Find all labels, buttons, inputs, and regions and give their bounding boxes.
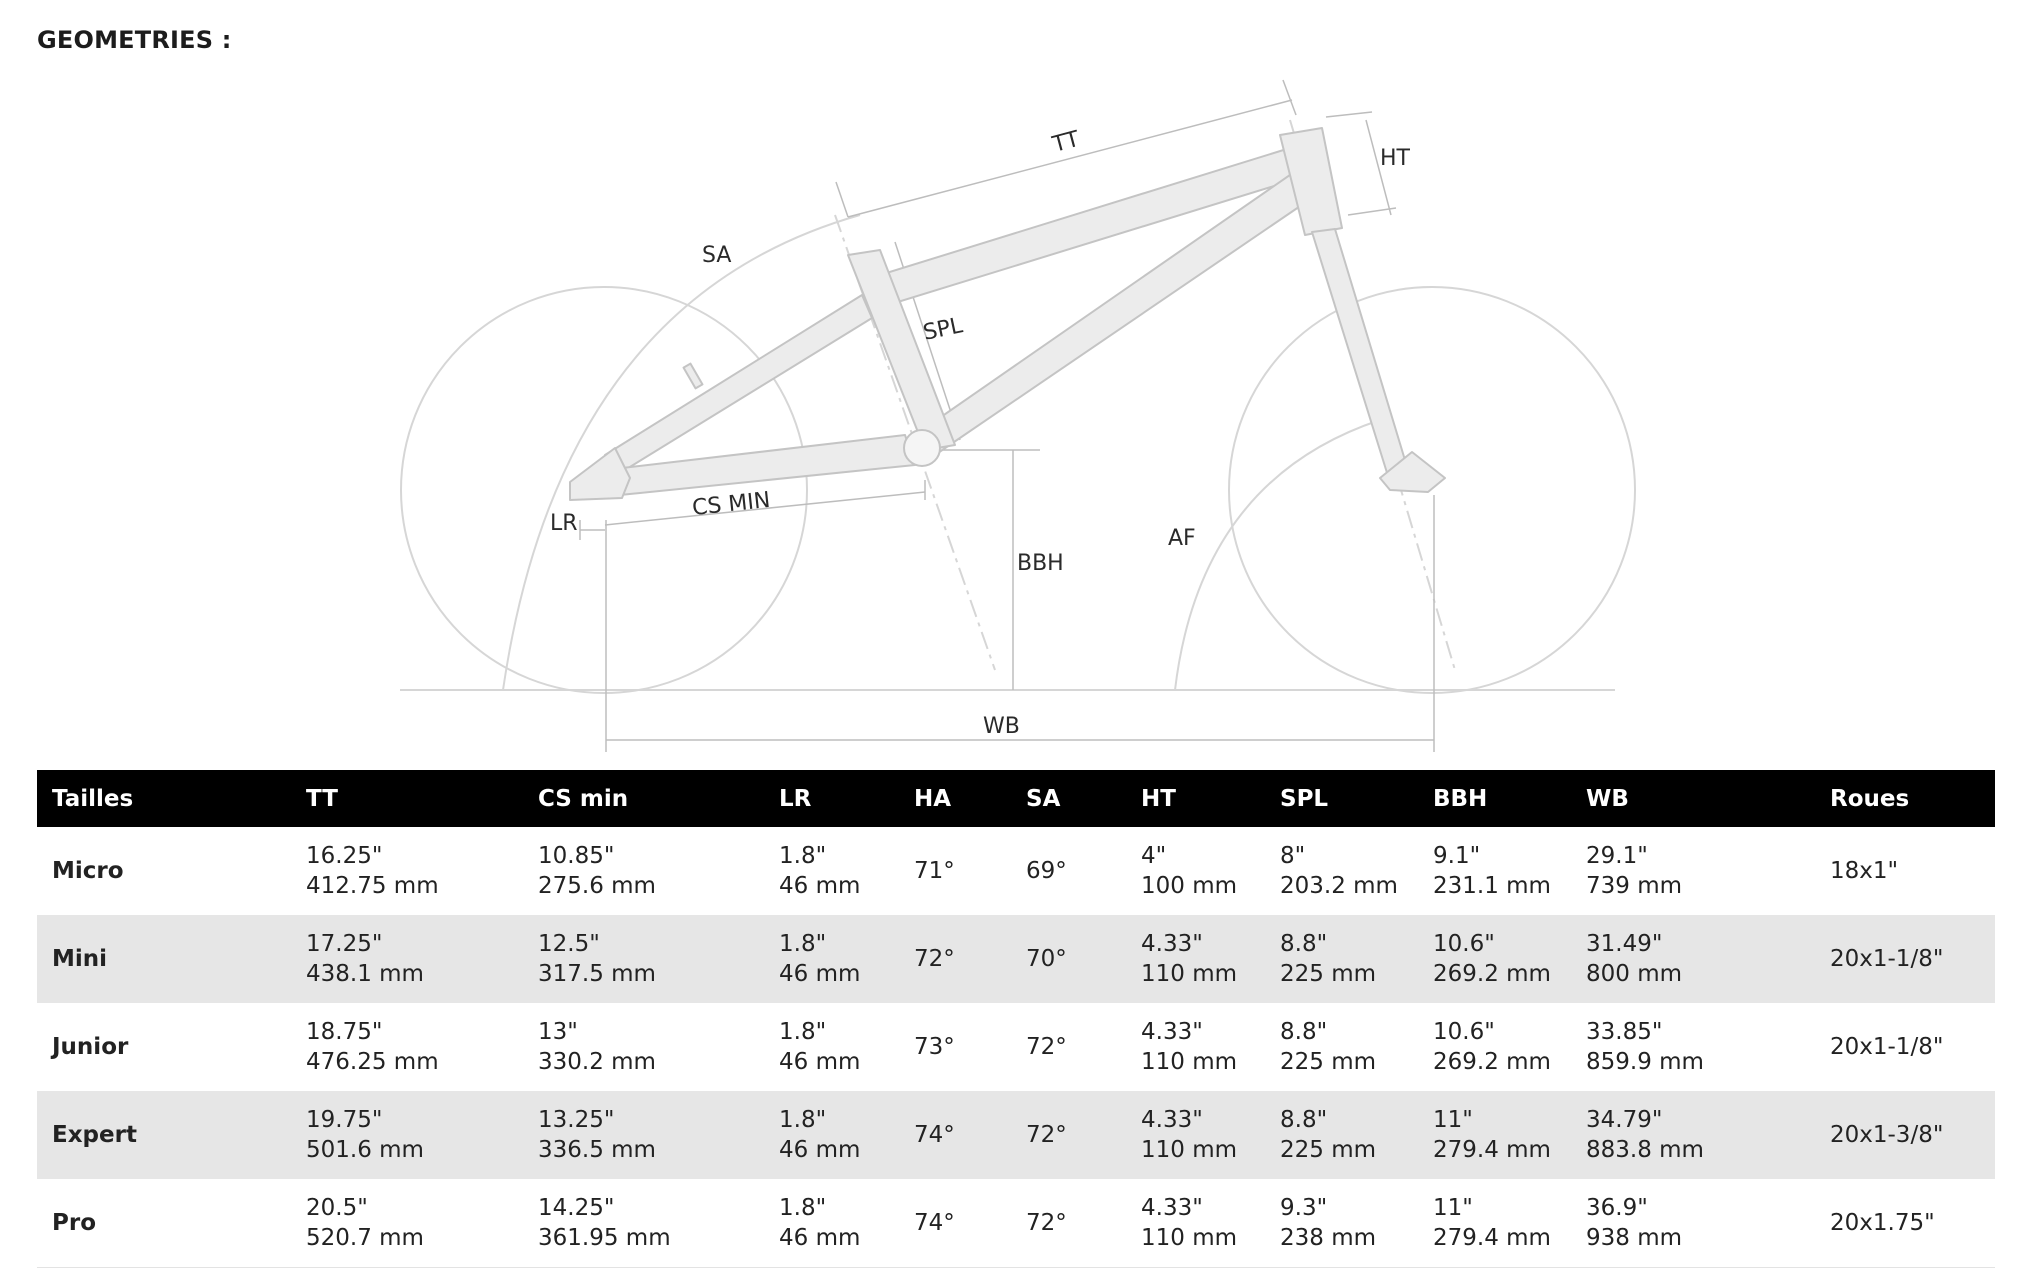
label-tt: TT — [1049, 127, 1083, 158]
table-row: Pro 20.5"520.7 mm 14.25"361.95 mm 1.8"46… — [37, 1179, 1995, 1267]
header-spl: SPL — [1280, 785, 1329, 812]
lr-cell: 1.8"46 mm — [779, 1107, 861, 1163]
label-bbh: BBH — [1017, 551, 1064, 576]
cs-cell: 10.85"275.6 mm — [538, 843, 656, 899]
head-tube — [1279, 127, 1343, 236]
sa-cell: 70° — [1026, 946, 1067, 972]
wheels-cell: 20x1.75" — [1830, 1209, 1935, 1236]
header-sizes: Tailles — [52, 785, 134, 812]
wb-cell: 34.79"883.8 mm — [1586, 1107, 1704, 1163]
label-cs-min: CS MIN — [691, 488, 771, 521]
wb-cell: 29.1"739 mm — [1586, 843, 1683, 899]
header-bbh: BBH — [1433, 785, 1488, 812]
size-name: Mini — [52, 946, 108, 972]
table-row: Mini 17.25"438.1 mm 12.5"317.5 mm 1.8"46… — [37, 915, 1995, 1003]
bike-geometry-diagram: TT HT SA SPL CS MIN LR BBH AF WB — [400, 79, 1636, 752]
ht-cell: 4.33"110 mm — [1141, 1019, 1238, 1075]
front-wheel — [1228, 286, 1636, 694]
spl-cell: 8.8"225 mm — [1280, 931, 1377, 987]
cs-cell: 13.25"336.5 mm — [538, 1107, 656, 1163]
sa-cell: 72° — [1026, 1122, 1067, 1148]
sa-cell: 72° — [1026, 1209, 1067, 1236]
header-lr: LR — [779, 785, 812, 812]
seat-angle-arc — [502, 214, 861, 691]
bottom-bracket — [903, 429, 941, 467]
label-spl: SPL — [921, 313, 966, 346]
fork-angle-arc — [1174, 419, 1381, 691]
tt-cell: 17.25"438.1 mm — [306, 931, 424, 987]
cs-cell: 13"330.2 mm — [538, 1019, 656, 1075]
tt-cell: 18.75"476.25 mm — [306, 1019, 439, 1075]
fork — [1311, 228, 1409, 477]
spl-cell: 8.8"225 mm — [1280, 1107, 1377, 1163]
wheels-cell: 20x1-1/8" — [1830, 946, 1944, 972]
header-wheels: Roues — [1830, 785, 1910, 812]
table-row: Junior 18.75"476.25 mm 13"330.2 mm 1.8"4… — [37, 1003, 1995, 1091]
wheels-cell: 20x1-3/8" — [1830, 1122, 1944, 1148]
ha-cell: 72° — [914, 946, 955, 972]
label-af: AF — [1168, 526, 1196, 551]
rear-dropout — [569, 447, 631, 501]
lr-cell: 1.8"46 mm — [779, 1194, 861, 1251]
ht-cell: 4.33"110 mm — [1141, 1194, 1238, 1251]
ht-cell: 4"100 mm — [1141, 843, 1238, 899]
spl-cell: 8.8"225 mm — [1280, 1019, 1377, 1075]
wb-cell: 36.9"938 mm — [1586, 1194, 1683, 1251]
label-ht: HT — [1380, 146, 1411, 171]
table-header-row: Tailles TT CS min LR HA SA HT SPL BBH WB… — [37, 770, 1995, 827]
size-name: Expert — [52, 1122, 137, 1148]
lr-cell: 1.8"46 mm — [779, 1019, 861, 1075]
header-cs-min: CS min — [538, 785, 629, 812]
lr-cell: 1.8"46 mm — [779, 931, 861, 987]
size-name: Junior — [52, 1034, 129, 1060]
cs-cell: 12.5"317.5 mm — [538, 931, 656, 987]
sa-cell: 69° — [1026, 858, 1067, 884]
sa-cell: 72° — [1026, 1034, 1067, 1060]
label-wb: WB — [983, 714, 1020, 739]
ht-dimension-line — [1365, 119, 1392, 216]
ha-cell: 74° — [914, 1209, 955, 1236]
lr-cell: 1.8"46 mm — [779, 843, 861, 899]
header-wb: WB — [1586, 785, 1629, 812]
page-title: GEOMETRIES : — [37, 26, 232, 54]
ha-cell: 71° — [914, 858, 955, 884]
bbh-cell: 9.1"231.1 mm — [1433, 843, 1551, 899]
bbh-cell: 11"279.4 mm — [1433, 1107, 1551, 1163]
tt-dimension-line — [847, 99, 1293, 218]
ht-cell: 4.33"110 mm — [1141, 1107, 1238, 1163]
bbh-cell: 10.6"269.2 mm — [1433, 931, 1551, 987]
cs-cell: 14.25"361.95 mm — [538, 1194, 671, 1251]
header-ha: HA — [914, 785, 952, 812]
bbh-cell: 10.6"269.2 mm — [1433, 1019, 1551, 1075]
table-row: Expert 19.75"501.6 mm 13.25"336.5 mm 1.8… — [37, 1091, 1995, 1179]
tt-cell: 16.25"412.75 mm — [306, 843, 439, 899]
table-row: Micro 16.25"412.75 mm 10.85"275.6 mm 1.8… — [37, 827, 1995, 915]
size-name: Micro — [52, 858, 124, 884]
rear-wheel — [400, 286, 808, 694]
ha-cell: 74° — [914, 1122, 955, 1148]
tt-cell: 20.5"520.7 mm — [306, 1194, 424, 1251]
wb-cell: 31.49"800 mm — [1586, 931, 1683, 987]
ha-cell: 73° — [914, 1034, 955, 1060]
wheels-cell: 18x1" — [1830, 858, 1899, 884]
wheels-cell: 20x1-1/8" — [1830, 1034, 1944, 1060]
size-name: Pro — [52, 1209, 97, 1236]
geometry-table: Tailles TT CS min LR HA SA HT SPL BBH WB… — [37, 770, 1995, 1268]
cable-stop — [682, 362, 704, 390]
header-tt: TT — [306, 785, 338, 812]
wb-cell: 33.85"859.9 mm — [1586, 1019, 1704, 1075]
spl-cell: 9.3"238 mm — [1280, 1194, 1377, 1251]
header-sa: SA — [1026, 785, 1061, 812]
tt-cell: 19.75"501.6 mm — [306, 1107, 424, 1163]
cs-min-dimension-line — [604, 491, 926, 526]
fork-dropout — [1379, 451, 1446, 493]
bbh-cell: 11"279.4 mm — [1433, 1194, 1551, 1251]
seat-tube — [847, 249, 956, 451]
spl-cell: 8"203.2 mm — [1280, 843, 1398, 899]
ht-cell: 4.33"110 mm — [1141, 931, 1238, 987]
header-ht: HT — [1141, 785, 1176, 812]
label-lr: LR — [550, 511, 578, 536]
label-sa: SA — [702, 243, 731, 268]
